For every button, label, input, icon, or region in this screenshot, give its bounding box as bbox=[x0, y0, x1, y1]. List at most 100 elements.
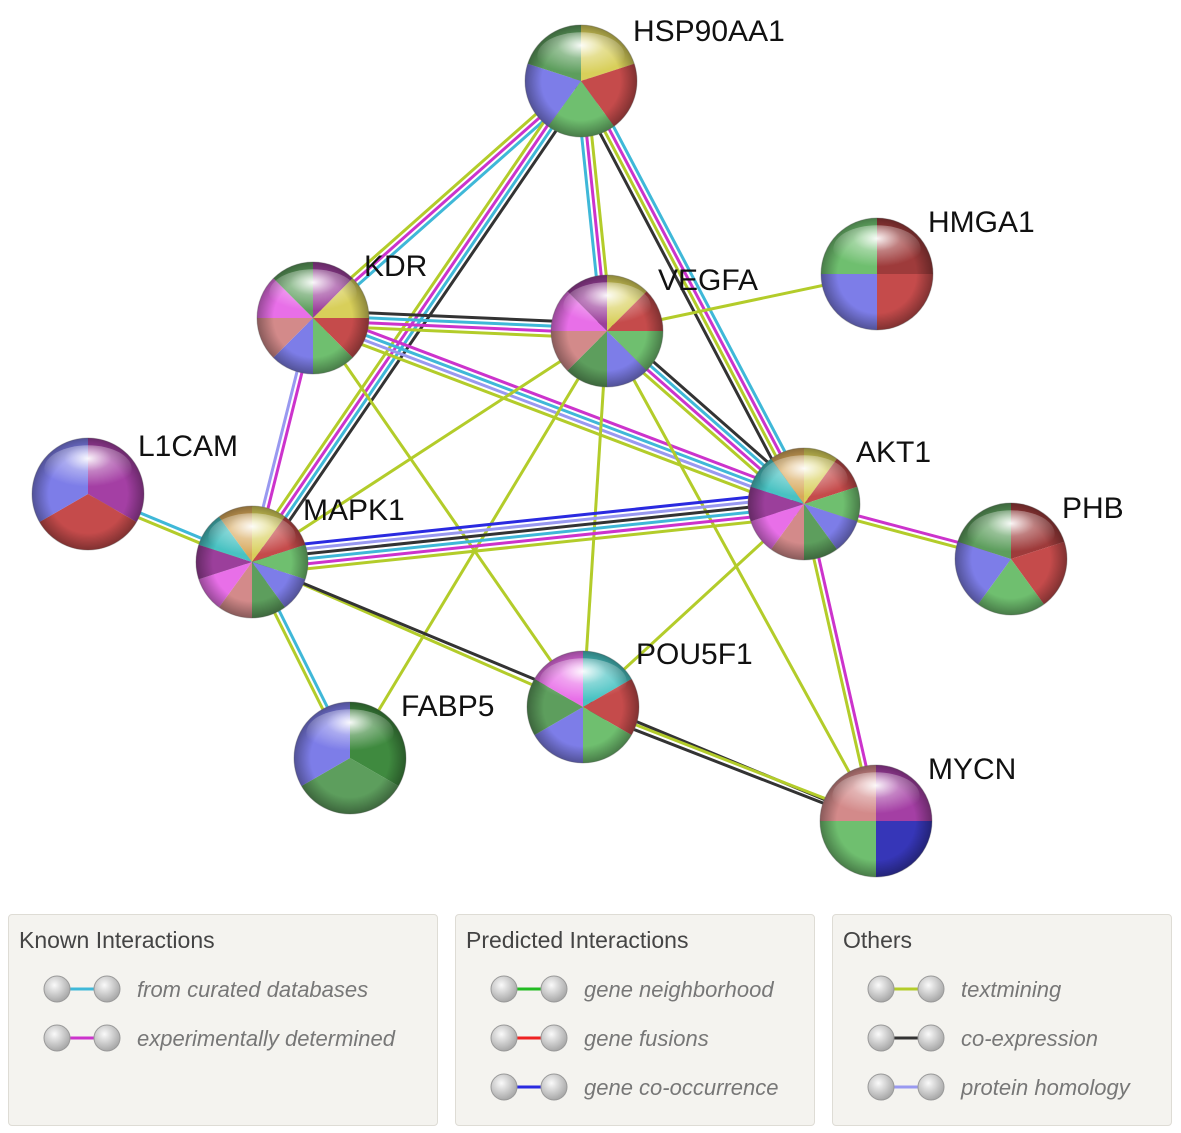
node-label-akt1: AKT1 bbox=[856, 436, 931, 469]
legend-edge-swatch-icon bbox=[490, 1073, 568, 1101]
node-outline bbox=[256, 261, 370, 375]
node-l1cam[interactable] bbox=[31, 437, 145, 551]
legend-predicted-interactions: Predicted Interactions gene neighborhood… bbox=[455, 914, 815, 1126]
node-label-fabp5: FABP5 bbox=[401, 690, 494, 723]
node-highlight bbox=[563, 282, 651, 330]
node-highlight bbox=[760, 455, 848, 503]
edge-mapk1-akt1-homology bbox=[251, 495, 804, 557]
node-highlight bbox=[967, 510, 1055, 558]
node-phb[interactable] bbox=[954, 502, 1068, 616]
edge-mapk1-akt1-coexpression bbox=[251, 500, 804, 562]
node-pou5f1[interactable] bbox=[526, 650, 640, 764]
legend-node-left bbox=[867, 975, 895, 1003]
legend-label: co-expression bbox=[961, 1026, 1098, 1051]
node-vegfa[interactable] bbox=[550, 274, 664, 388]
node-outline bbox=[524, 24, 638, 138]
legend-node-left bbox=[490, 1073, 518, 1101]
legend-node-right bbox=[540, 975, 568, 1003]
edge-mapk1-akt1-curated bbox=[252, 504, 805, 566]
node-outline bbox=[820, 217, 934, 331]
node-outline bbox=[526, 650, 640, 764]
edge-hsp90aa1-kdr-textmining bbox=[308, 76, 579, 316]
legend-edge-swatch-icon bbox=[490, 975, 568, 1003]
node-highlight bbox=[833, 225, 921, 273]
legend-label: textmining bbox=[961, 977, 1062, 1002]
edge-mapk1-akt1-textmining bbox=[253, 514, 806, 576]
node-highlight bbox=[537, 32, 625, 80]
legend-node-left bbox=[490, 1024, 518, 1052]
node-kdr[interactable] bbox=[256, 261, 370, 375]
node-outline bbox=[31, 437, 145, 551]
node-label-hsp90aa1: HSP90AA1 bbox=[633, 15, 785, 48]
edge-mapk1-akt1-cooccurrence bbox=[250, 490, 803, 552]
legend-node-right bbox=[93, 975, 121, 1003]
edge-kdr-pou5f1-textmining bbox=[311, 317, 585, 708]
legend-edge-swatch-icon bbox=[867, 975, 945, 1003]
legend-title: Others bbox=[843, 927, 913, 953]
node-outline bbox=[550, 274, 664, 388]
legend-node-right bbox=[917, 975, 945, 1003]
edge-vegfa-mycn-textmining bbox=[605, 330, 878, 822]
node-label-hmga1: HMGA1 bbox=[928, 206, 1035, 239]
node-outline bbox=[819, 764, 933, 878]
legend-node-right bbox=[540, 1073, 568, 1101]
legend-label: gene co-occurrence bbox=[584, 1075, 779, 1100]
legend-node-right bbox=[917, 1073, 945, 1101]
legend-label: gene neighborhood bbox=[584, 977, 774, 1002]
legend-edge-swatch-icon bbox=[43, 1024, 121, 1052]
node-label-l1cam: L1CAM bbox=[138, 430, 238, 463]
node-label-vegfa: VEGFA bbox=[658, 264, 758, 297]
legend-label: gene fusions bbox=[584, 1026, 709, 1051]
node-highlight bbox=[44, 445, 132, 493]
edge-hsp90aa1-akt1-curated bbox=[586, 76, 812, 502]
legend-node-right bbox=[93, 1024, 121, 1052]
node-label-kdr: KDR bbox=[364, 250, 427, 283]
edge-hsp90aa1-kdr-experimental bbox=[312, 79, 582, 320]
edge-hsp90aa1-mapk1-textmining bbox=[244, 75, 577, 559]
node-hsp90aa1[interactable] bbox=[524, 24, 638, 138]
legend-node-right bbox=[540, 1024, 568, 1052]
legend-label: from curated databases bbox=[137, 977, 369, 1002]
edge-hsp90aa1-akt1-coexpression bbox=[573, 83, 799, 509]
legend-node-left bbox=[43, 975, 71, 1003]
node-fabp5[interactable] bbox=[293, 701, 407, 815]
node-outline bbox=[293, 701, 407, 815]
node-highlight bbox=[208, 513, 296, 561]
legend-title: Predicted Interactions bbox=[466, 927, 689, 953]
edge-hsp90aa1-mapk1-curated bbox=[252, 81, 585, 565]
node-label-mapk1: MAPK1 bbox=[303, 494, 405, 527]
legend-label: experimentally determined bbox=[137, 1026, 396, 1051]
legend-title: Known Interactions bbox=[19, 927, 215, 953]
node-highlight bbox=[832, 772, 920, 820]
node-label-phb: PHB bbox=[1062, 492, 1124, 525]
legend-edge-swatch-icon bbox=[43, 975, 121, 1003]
node-highlight bbox=[539, 658, 627, 706]
legend-edge-swatch-icon bbox=[867, 1073, 945, 1101]
legend-node-left bbox=[490, 975, 518, 1003]
node-mycn[interactable] bbox=[819, 764, 933, 878]
node-akt1[interactable] bbox=[747, 447, 861, 561]
node-label-mycn: MYCN bbox=[928, 753, 1016, 786]
legend-edge-swatch-icon bbox=[867, 1024, 945, 1052]
node-mapk1[interactable] bbox=[195, 505, 309, 619]
edge-hsp90aa1-kdr-curated bbox=[315, 83, 586, 323]
legend-label: protein homology bbox=[961, 1075, 1130, 1100]
legend-node-right bbox=[917, 1024, 945, 1052]
legend-known-interactions: Known Interactions from curated database… bbox=[8, 914, 438, 1126]
legend-edge-swatch-icon bbox=[490, 1024, 568, 1052]
edge-mapk1-akt1-experimental bbox=[252, 509, 805, 571]
edge-hsp90aa1-akt1-experimental bbox=[581, 79, 808, 504]
node-highlight bbox=[306, 709, 394, 757]
node-label-pou5f1: POU5F1 bbox=[636, 638, 753, 671]
node-outline bbox=[954, 502, 1068, 616]
edges-layer bbox=[86, 75, 1013, 825]
legend-node-left bbox=[867, 1024, 895, 1052]
legend-node-left bbox=[43, 1024, 71, 1052]
node-hmga1[interactable] bbox=[820, 217, 934, 331]
node-outline bbox=[747, 447, 861, 561]
edge-kdr-akt1-experimental bbox=[315, 309, 808, 499]
edge-hsp90aa1-akt1-textmining bbox=[577, 81, 804, 506]
legend-node-left bbox=[867, 1073, 895, 1101]
